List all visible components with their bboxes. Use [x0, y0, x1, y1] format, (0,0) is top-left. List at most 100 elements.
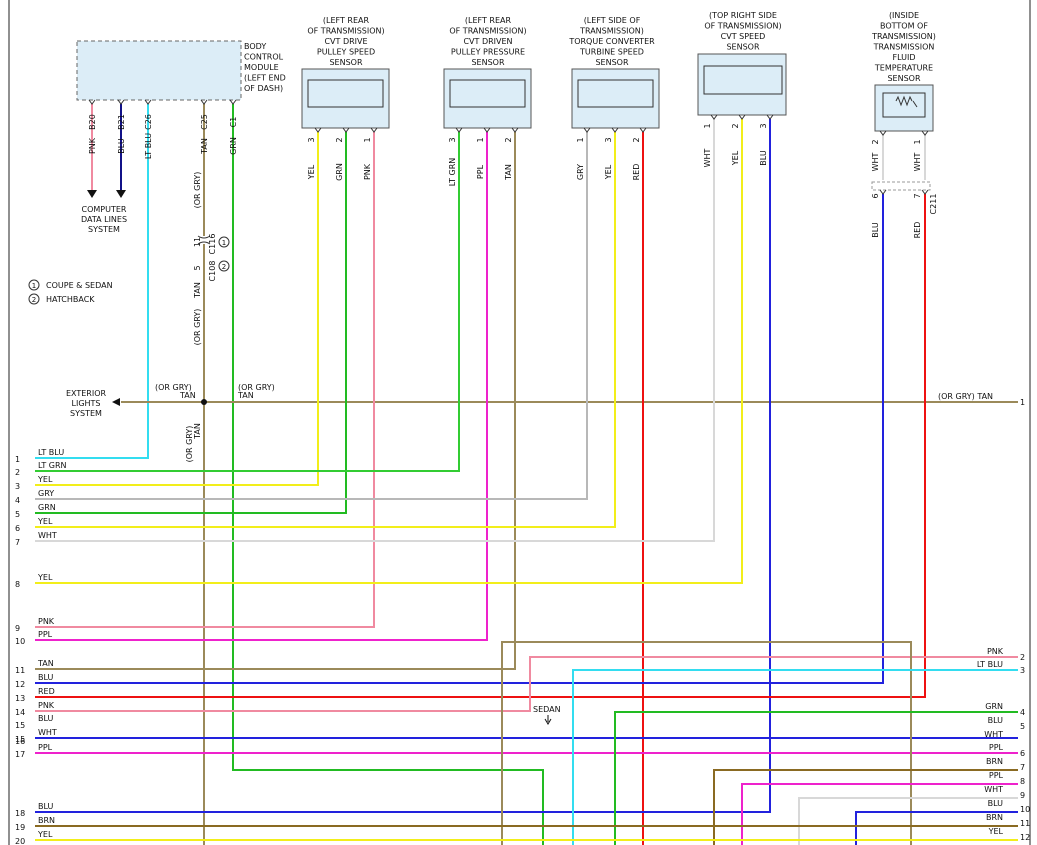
component-caption: (INSIDE	[889, 11, 919, 20]
connector-pin: 11	[193, 237, 202, 247]
ref-computer-data-lines: DATA LINES	[81, 215, 127, 224]
circled-number-icon	[218, 260, 230, 272]
component-caption: SENSOR	[726, 43, 759, 52]
right-row-wire-label: WHT	[984, 730, 1003, 739]
wire-label: TAN	[237, 391, 254, 400]
connector-pin: 6	[871, 193, 880, 198]
component-caption: PULLEY SPEED	[317, 48, 375, 57]
component-caption: (LEFT REAR	[323, 16, 370, 25]
wire-label: TAN	[179, 391, 196, 400]
component-caption: TRANSMISSION)	[871, 32, 936, 41]
sensor-pin: 2	[632, 137, 641, 142]
row-number: 10	[15, 637, 25, 646]
sensor-wire-label: YEL	[307, 164, 316, 180]
bcm-pin-C26: C26	[144, 114, 153, 130]
right-row-wire-label: PPL	[989, 743, 1004, 752]
sensor-pin: 2	[871, 139, 880, 144]
pin-terminal-icon	[921, 189, 929, 195]
splice-dot	[201, 399, 207, 405]
row-number: 17	[15, 750, 25, 759]
c211-connector	[871, 181, 931, 191]
circled-number: 1	[222, 239, 226, 247]
pin-terminal-icon	[611, 127, 619, 133]
pin-terminal-icon	[511, 127, 519, 133]
connector-c108: C108	[208, 261, 217, 282]
component-caption: TEMPERATURE	[874, 64, 933, 73]
right-row-wire-label: WHT	[984, 785, 1003, 794]
wire-brn-right7	[713, 769, 1018, 845]
wire-label: (OR GRY)	[185, 426, 194, 463]
wire-pnk-row14	[35, 656, 1018, 712]
right-row-wire-label: PPL	[989, 771, 1004, 780]
right-row-wire-label: PNK	[987, 647, 1004, 656]
component-caption: (LEFT END	[244, 74, 286, 83]
bcm-wire-label: PNK	[88, 137, 97, 154]
wire-label: TAN	[193, 282, 202, 299]
arrow-down-icon	[116, 190, 126, 198]
row-wire-label: YEL	[37, 475, 53, 484]
row-number: 14	[15, 708, 25, 717]
sensor-wire-label: WHT	[913, 152, 922, 171]
row-wire-label: TAN	[37, 659, 54, 668]
row-wire-label: YEL	[37, 830, 53, 839]
ref-exterior-lights: EXTERIOR	[66, 389, 107, 398]
sensor-pin: 3	[307, 137, 316, 142]
wire-pnk-drive-1	[35, 132, 375, 628]
ref-computer-data-lines: COMPUTER	[82, 205, 127, 214]
legend-coupe-sedan: COUPE & SEDAN	[46, 281, 113, 290]
wire-ltblu-right3	[572, 669, 1018, 845]
row-number: 16	[15, 737, 25, 746]
connector-c116: C116	[208, 234, 217, 255]
sensor-wire-label: RED	[913, 222, 922, 239]
right-row-number: 8	[1020, 777, 1025, 786]
wire-gry-turbine-1	[35, 132, 588, 500]
connector-pin: 5	[193, 265, 202, 270]
row-wire-label: LT BLU	[38, 448, 64, 457]
row-number: 20	[15, 837, 25, 845]
wire-label: (OR GRY)	[238, 383, 275, 392]
row-wire-label: YEL	[37, 517, 53, 526]
wire-label: TAN	[193, 423, 202, 440]
sensor-wire-label: GRY	[576, 164, 585, 180]
right-row-number: 12	[1020, 833, 1030, 842]
wire-yel-drive-3	[35, 132, 319, 486]
wire-blu-speed-3	[35, 119, 771, 813]
bcm-wire-label: LT BLU	[144, 133, 153, 159]
right-row-number: 6	[1020, 749, 1025, 758]
pin-terminal-icon	[766, 114, 774, 120]
component-caption: MODULE	[244, 63, 279, 72]
component-caption: (LEFT SIDE OF	[584, 16, 641, 25]
row-number: 6	[15, 524, 20, 533]
pin-terminal-icon	[144, 99, 152, 105]
component-caption: CVT DRIVEN	[463, 37, 512, 46]
component-caption: CVT DRIVE	[324, 37, 367, 46]
ref-computer-data-lines: SYSTEM	[88, 225, 120, 234]
row-number: 19	[15, 823, 25, 832]
connector-pin: 7	[913, 193, 922, 198]
pin-terminal-icon	[200, 99, 208, 105]
sensor-pin: 1	[476, 137, 485, 142]
wire-label: (OR GRY)	[155, 383, 192, 392]
pin-terminal-icon	[117, 99, 125, 105]
right-row-wire-label: BLU	[988, 799, 1004, 808]
row-number: 11	[15, 666, 25, 675]
sensor-pin: 1	[913, 139, 922, 144]
pin-terminal-icon	[639, 127, 647, 133]
sensor-wire-label: YEL	[731, 150, 740, 166]
pin-terminal-icon	[921, 130, 929, 136]
wire-label: (OR GRY) TAN	[938, 392, 993, 401]
wire-lt-blu-c26	[35, 104, 149, 459]
row-number: 4	[15, 496, 20, 505]
sensor-wire-label: BLU	[759, 150, 768, 166]
sensor-wire-label: PNK	[363, 163, 372, 180]
right-row-wire-label: LT BLU	[977, 660, 1003, 669]
inline-connector-icon	[197, 235, 211, 245]
component-caption: SENSOR	[329, 58, 362, 67]
component-caption: OF TRANSMISSION)	[449, 27, 526, 36]
row-wire-label: RED	[38, 687, 55, 696]
component-caption: OF DASH)	[244, 84, 283, 93]
wire-ppl-right8	[741, 783, 1018, 845]
wire-ppl-driven-1	[35, 132, 488, 641]
